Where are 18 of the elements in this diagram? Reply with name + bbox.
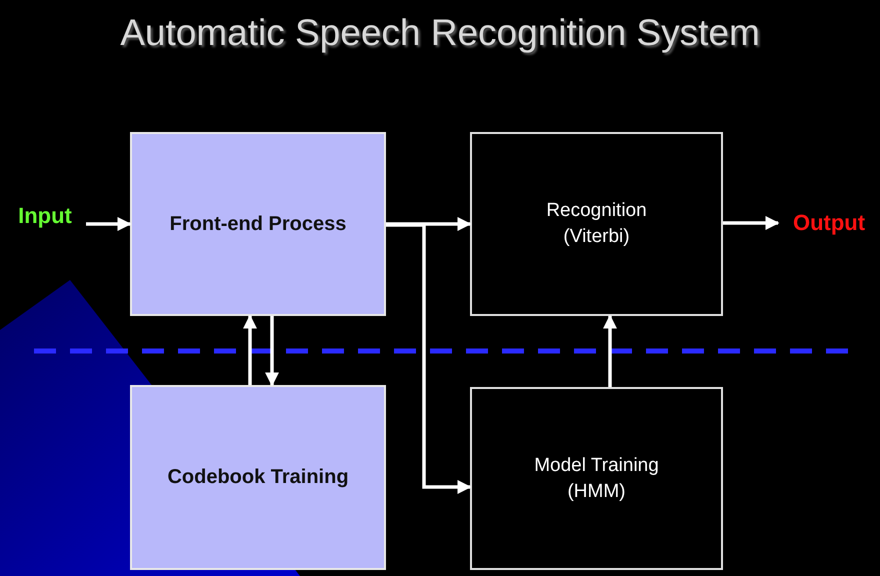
title: Automatic Speech Recognition System [119,12,761,54]
arrow [265,316,279,386]
output-label: Output [792,209,866,238]
process-box [470,132,723,316]
arrow [603,314,617,387]
process-box [130,385,386,570]
box-label: Model Training (HMM) [533,454,660,504]
process-box [130,132,386,316]
box-label: Codebook Training [167,465,349,490]
process-box [470,387,723,570]
arrow [723,216,780,230]
arrow [386,217,472,231]
box-label: Recognition (Viterbi) [545,199,648,249]
arrow [86,217,132,231]
arrow [243,314,257,385]
arrow [386,223,472,494]
box-label: Front-end Process [170,212,346,236]
input-label: Input [18,202,72,230]
